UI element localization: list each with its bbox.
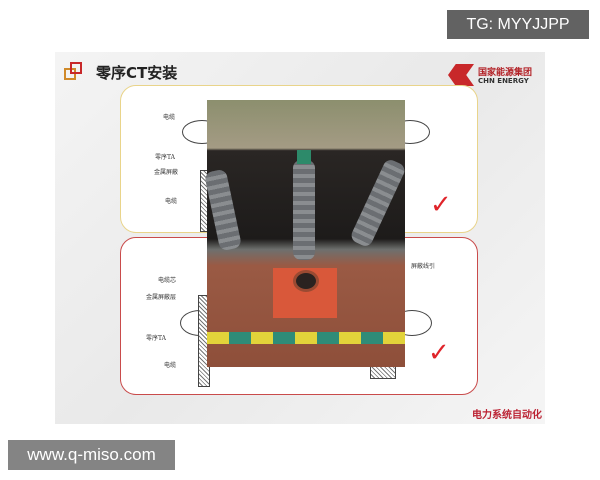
label: 零序TA [155, 154, 176, 161]
label: 电缆芯 [158, 277, 177, 284]
label: 电缆 [163, 114, 176, 121]
watermark-top-right: TG: MYYJJPP [447, 10, 589, 39]
label: 屏蔽线引 [411, 263, 436, 270]
label: 电缆 [165, 198, 178, 205]
slide-title: 零序CT安装 [96, 64, 178, 82]
title-icon [64, 62, 84, 82]
logo-en: CHN ENERGY [478, 77, 529, 85]
installation-photo [203, 100, 407, 367]
label: 金属屏蔽层 [146, 294, 177, 301]
watermark-bottom-left: www.q-miso.com [8, 440, 175, 470]
logo-cn: 国家能源集团 [478, 68, 533, 78]
label: 金属屏蔽 [154, 169, 179, 176]
footer-watermark: 电力系统自动化 [472, 410, 542, 421]
chn-energy-logo: 国家能源集团 CHN ENERGY [448, 62, 540, 90]
check-icon: ✓ [428, 338, 450, 368]
check-icon: ✓ [430, 190, 452, 220]
logo-mark-icon [448, 64, 474, 86]
label: 电缆 [164, 362, 177, 369]
label: 零序TA [146, 335, 167, 342]
cable-diagram [370, 365, 396, 379]
